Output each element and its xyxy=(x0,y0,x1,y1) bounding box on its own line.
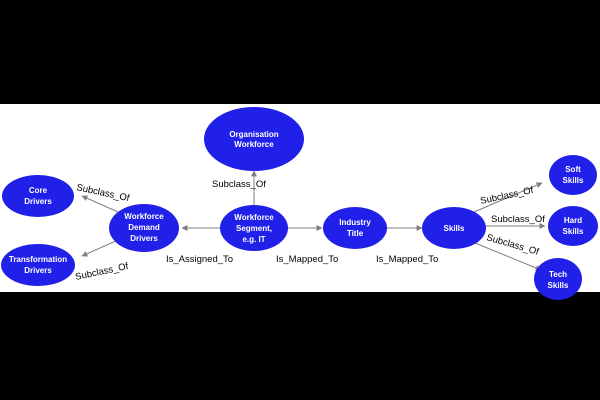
edge-label-demand-to-core: Subclass_Of xyxy=(75,182,130,204)
node-skills-line-1: Skills xyxy=(444,224,465,233)
node-hard-skills-shape xyxy=(548,206,598,246)
node-workforce-segment-line-1: Workforce xyxy=(234,213,274,222)
node-workforce-segment-line-2: Segment, xyxy=(236,224,272,233)
node-core-drivers-line-1: Core xyxy=(29,186,48,195)
node-workforce-segment[interactable]: Workforce Segment, e.g. IT xyxy=(220,205,288,251)
node-workforce-segment-line-3: e.g. IT xyxy=(242,235,265,244)
node-workforce-demand-drivers-shape xyxy=(109,204,179,252)
edge-label-segment-to-industry: Is_Mapped_To xyxy=(276,254,338,265)
edge-label-skills-to-soft: Subclass_Of xyxy=(479,185,534,207)
node-core-drivers-shape xyxy=(2,175,74,217)
node-workforce-demand-drivers[interactable]: Workforce Demand Drivers xyxy=(109,204,179,252)
node-soft-skills-line-2: Skills xyxy=(563,176,584,185)
node-transformation-drivers-line-1: Transformation xyxy=(9,255,67,264)
node-tech-skills-line-1: Tech xyxy=(549,270,567,279)
edge-skills-to-tech xyxy=(474,242,542,271)
edge-label-skills-to-tech: Subclass_Of xyxy=(485,232,540,258)
node-workforce-demand-drivers-line-2: Demand xyxy=(128,223,160,232)
node-organisation-workforce-shape xyxy=(204,107,304,171)
node-hard-skills-line-2: Skills xyxy=(563,227,584,236)
node-industry-title-line-2: Title xyxy=(347,229,364,238)
edge-demand-to-core xyxy=(81,195,119,213)
node-hard-skills[interactable]: Hard Skills xyxy=(548,206,598,246)
node-industry-title-shape xyxy=(323,207,387,249)
node-skills[interactable]: Skills xyxy=(422,207,486,249)
node-workforce-segment-shape xyxy=(220,205,288,251)
node-industry-title-line-1: Industry xyxy=(339,218,371,227)
node-industry-title[interactable]: Industry Title xyxy=(323,207,387,249)
node-soft-skills-shape xyxy=(549,155,597,195)
edge-label-demand-to-transformation: Subclass_Of xyxy=(74,261,129,283)
node-hard-skills-line-1: Hard xyxy=(564,216,582,225)
node-core-drivers[interactable]: Core Drivers xyxy=(2,175,74,217)
node-tech-skills[interactable]: Tech Skills xyxy=(534,258,582,300)
node-soft-skills-line-1: Soft xyxy=(565,165,581,174)
edges xyxy=(81,170,546,271)
node-workforce-demand-drivers-line-1: Workforce xyxy=(124,212,164,221)
node-transformation-drivers[interactable]: Transformation Drivers xyxy=(1,244,75,286)
node-organisation-workforce-line-2: Workforce xyxy=(234,140,274,149)
edge-label-segment-to-org: Subclass_Of xyxy=(212,179,266,190)
node-transformation-drivers-line-2: Drivers xyxy=(24,266,52,275)
edge-label-segment-to-demand: Is_Assigned_To xyxy=(166,254,233,265)
node-organisation-workforce-line-1: Organisation xyxy=(229,130,278,139)
edge-label-industry-to-skills: Is_Mapped_To xyxy=(376,254,438,265)
node-tech-skills-shape xyxy=(534,258,582,300)
node-organisation-workforce[interactable]: Organisation Workforce xyxy=(204,107,304,171)
edge-demand-to-transformation xyxy=(81,239,119,257)
node-workforce-demand-drivers-line-3: Drivers xyxy=(130,234,158,243)
node-core-drivers-line-2: Drivers xyxy=(24,197,52,206)
node-skills-shape xyxy=(422,207,486,249)
node-tech-skills-line-2: Skills xyxy=(548,281,569,290)
edge-skills-to-soft xyxy=(473,182,543,213)
node-transformation-drivers-shape xyxy=(1,244,75,286)
node-soft-skills[interactable]: Soft Skills xyxy=(549,155,597,195)
edge-label-skills-to-hard: Subclass_Of xyxy=(491,214,545,225)
